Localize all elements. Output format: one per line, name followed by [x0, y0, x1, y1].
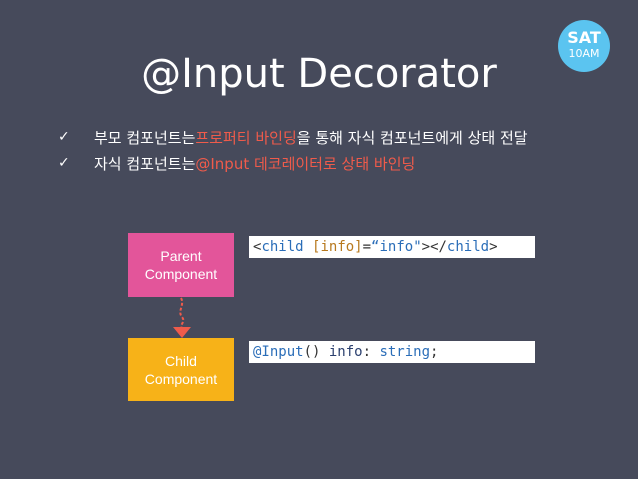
code-decorator: @Input	[253, 344, 304, 360]
bullet-item: ✓ 자식 컴포넌트는 @Input 데코레이터로 상태 바인딩	[58, 150, 618, 176]
parent-label-line2: Component	[144, 266, 218, 282]
parent-component-box: Parent Component	[128, 233, 234, 297]
badge-day: SAT	[567, 28, 601, 47]
check-icon: ✓	[58, 155, 70, 171]
bullet-text: 부모 컴포넌트는	[94, 128, 196, 147]
decorator-code-snippet: @Input() info: string;	[249, 341, 535, 363]
code-attr: [info]	[312, 239, 363, 255]
time-badge: SAT 10AM	[558, 20, 610, 72]
child-label-line1: Child	[165, 352, 197, 369]
slide-title: @Input Decorator	[141, 51, 497, 97]
check-icon: ✓	[58, 129, 70, 145]
code-close-tag: child	[446, 239, 490, 255]
code-prop: info	[328, 344, 363, 360]
bullet-text: 자식 컴포넌트는	[94, 154, 196, 173]
code-eq: =	[362, 239, 372, 255]
child-label-line2: Component	[144, 370, 218, 387]
child-component-box: Child Component	[128, 338, 234, 401]
badge-time: 10AM	[568, 47, 600, 60]
bullet-highlight: @Input 데코레이터로 상태 바인딩	[195, 154, 416, 173]
bullet-highlight: 프로퍼티 바인딩	[195, 128, 297, 147]
code-open-gt: >	[421, 239, 431, 255]
code-open-lt: <	[253, 239, 262, 255]
arrow-down-icon	[173, 297, 191, 338]
template-code-snippet: <child [info]=“info"></child>	[249, 236, 535, 258]
code-semi: ;	[430, 344, 439, 360]
code-type: string	[379, 344, 431, 360]
code-value: “info"	[371, 239, 422, 255]
bullet-text-after: 을 통해 자식 컴포넌트에게 상태 전달	[296, 128, 528, 147]
code-open-tag: child	[261, 239, 304, 255]
code-space	[304, 237, 312, 257]
parent-label-line1: Parent	[160, 248, 202, 264]
code-parens: ()	[303, 344, 329, 360]
code-close-lt: </	[430, 239, 447, 255]
code-colon: :	[362, 344, 380, 360]
code-close-gt: >	[489, 239, 498, 255]
